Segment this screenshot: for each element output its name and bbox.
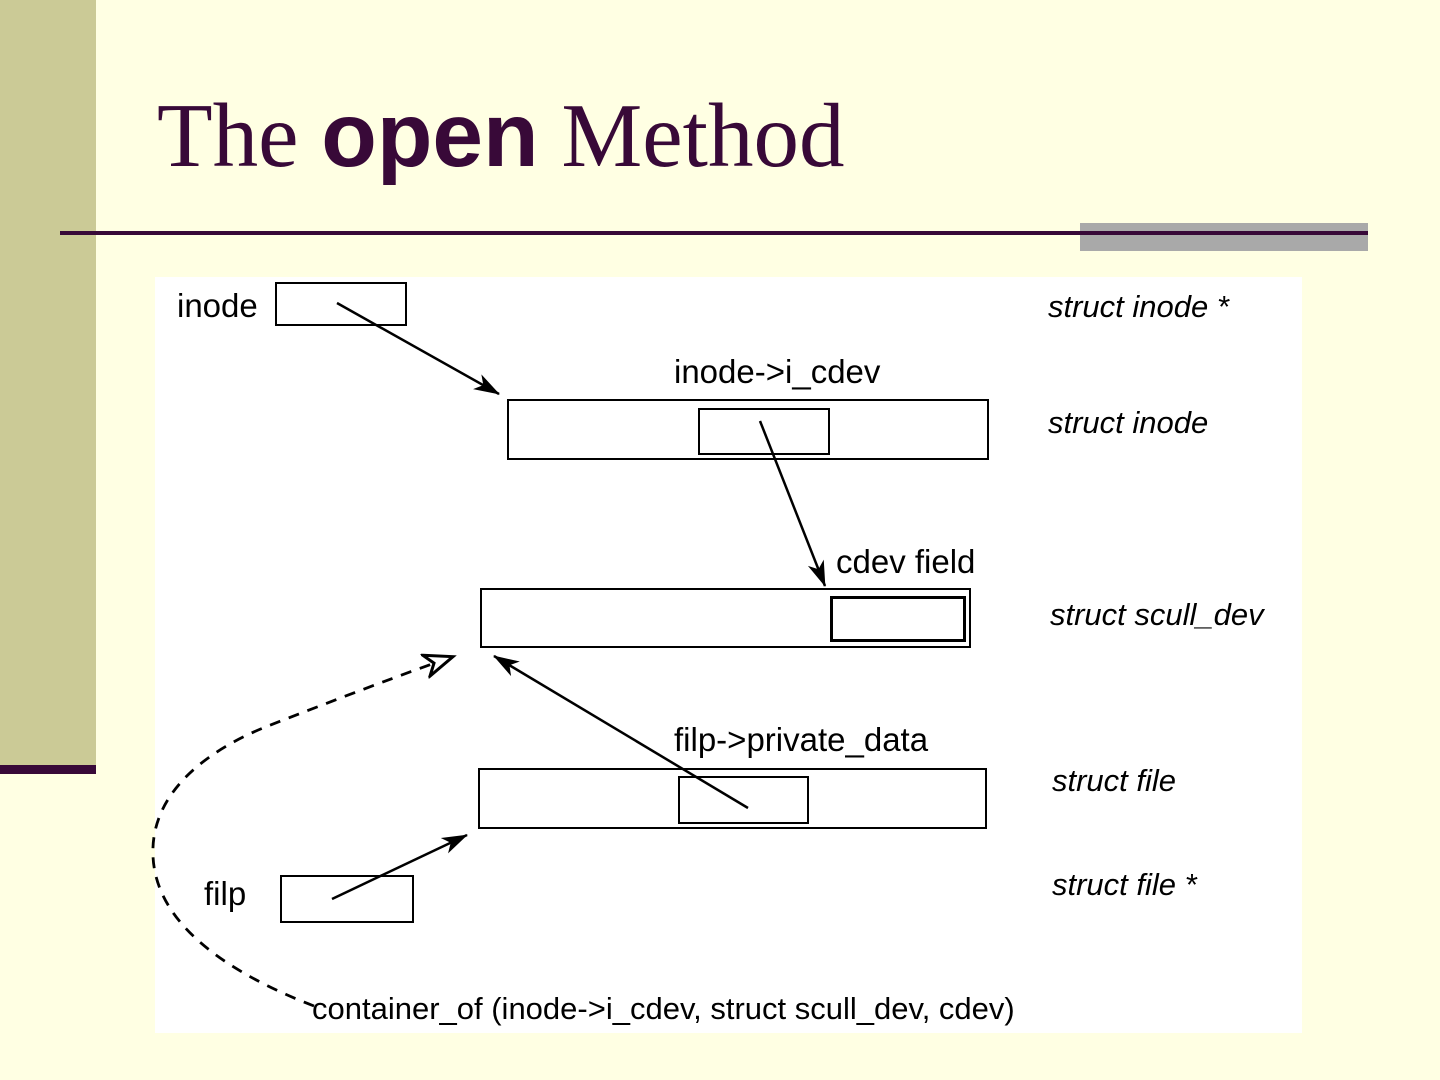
type-label-struct-inode-ptr: struct inode * bbox=[1048, 289, 1229, 324]
container-of-caption: container_of (inode->i_cdev, struct scul… bbox=[312, 991, 1015, 1026]
private-data-field-label: filp->private_data bbox=[674, 721, 929, 758]
cdev-member-box bbox=[830, 596, 966, 642]
type-label-struct-file: struct file bbox=[1052, 763, 1177, 798]
page-title: The open Method bbox=[157, 84, 844, 189]
filp-pointer-label: filp bbox=[204, 875, 247, 912]
sidebar-accent-bar bbox=[0, 0, 96, 765]
title-gray-bar bbox=[1080, 223, 1368, 251]
title-suffix: Method bbox=[538, 85, 845, 186]
cdev-field-label: cdev field bbox=[836, 543, 976, 580]
inode-pointer-box bbox=[275, 282, 407, 326]
type-label-struct-inode: struct inode bbox=[1048, 405, 1209, 440]
title-prefix: The bbox=[157, 85, 322, 186]
title-underline bbox=[60, 231, 1368, 235]
filp-pointer-box bbox=[280, 875, 414, 923]
i-cdev-field-label: inode->i_cdev bbox=[674, 353, 881, 390]
sidebar-bottom-cap bbox=[0, 765, 96, 774]
private-data-member-box bbox=[678, 776, 809, 824]
type-label-struct-scull-dev: struct scull_dev bbox=[1050, 597, 1264, 632]
title-keyword: open bbox=[321, 85, 539, 186]
inode-pointer-label: inode bbox=[177, 287, 258, 324]
i-cdev-member-box bbox=[698, 408, 830, 455]
type-label-struct-file-ptr: struct file * bbox=[1052, 867, 1197, 902]
